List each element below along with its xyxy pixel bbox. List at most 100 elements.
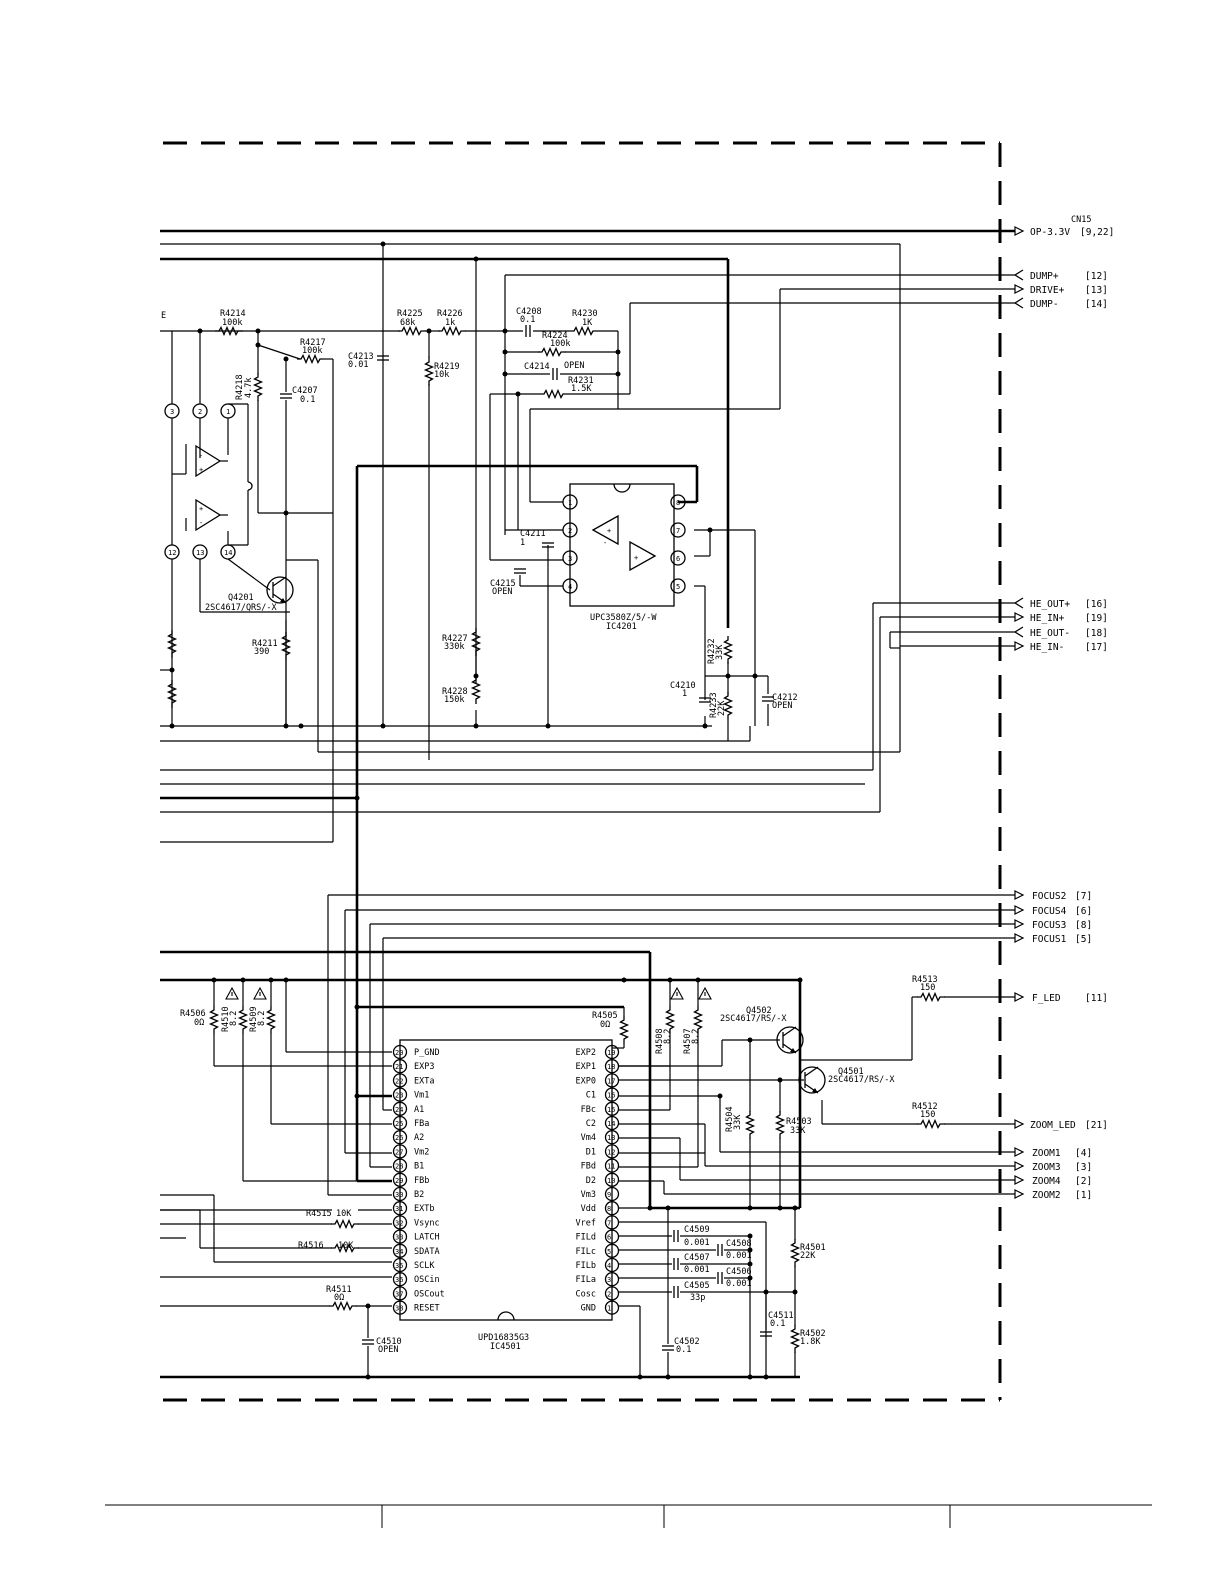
- ic-pin-name: SCLK: [414, 1261, 435, 1271]
- component-labels: R4214 100k R4217 100k R4218 4.7k C4207 0…: [180, 307, 938, 1355]
- ic-pin-circle: [604, 1272, 620, 1287]
- comp-val: 1: [520, 538, 525, 548]
- ic-pin-name: Vsync: [414, 1218, 440, 1228]
- comp-val: 2SC4617/RS/-X: [720, 1014, 787, 1024]
- port-labels: OP-3.3V[9,22] DUMP+[12] DRIVE+[13] DUMP-…: [1030, 227, 1114, 1201]
- ic-pin-num: 37: [395, 1290, 403, 1298]
- comp-ref: R4507: [683, 1028, 693, 1054]
- pin-num: 1: [568, 499, 572, 507]
- port-name: ZOOM2: [1032, 1190, 1061, 1201]
- comp-val: 68k: [400, 318, 415, 328]
- ic4501-labels: UPD16835G3 IC4501: [478, 1333, 529, 1352]
- ic-pin-circle: [392, 1215, 408, 1230]
- ic-pin-circle: [392, 1158, 408, 1173]
- port-name: DUMP-: [1030, 299, 1059, 310]
- ic-pin-name: B2: [414, 1190, 424, 1200]
- comp-ref: R4230: [572, 309, 598, 319]
- port-name: OP-3.3V: [1030, 227, 1070, 238]
- ic-pin-circle: [392, 1130, 408, 1145]
- ic-pin-name: Vdd: [581, 1204, 596, 1214]
- comp-val: OPEN: [378, 1345, 398, 1355]
- ic-pin-circle: [392, 1101, 408, 1116]
- ic-pin-num: 2: [607, 1290, 611, 1298]
- ic4501: [399, 1039, 613, 1321]
- comp-val: OPEN: [564, 361, 584, 371]
- port-pin: [8]: [1075, 920, 1092, 931]
- junctions: [169, 241, 803, 1380]
- comp-val: 8.2: [691, 1029, 701, 1044]
- port-pin: [14]: [1085, 299, 1108, 310]
- pin-num: 14: [224, 549, 232, 557]
- ic-pin-num: 34: [395, 1248, 403, 1256]
- comp-ref: C4502: [674, 1337, 700, 1347]
- ic-pin-circle: [604, 1172, 620, 1187]
- capacitors: [279, 324, 775, 1351]
- comp-val: 33K: [715, 644, 725, 660]
- comp-val: 150: [920, 1110, 935, 1120]
- port-pin: [11]: [1085, 993, 1108, 1004]
- ic-pin-name: D1: [586, 1147, 596, 1157]
- comp-val: 8.2: [257, 1011, 267, 1026]
- ic-pin-circle: [392, 1201, 408, 1216]
- left-fragment: E: [161, 311, 166, 321]
- comp-val: 0.1: [770, 1319, 785, 1329]
- ic-pin-name: Vref: [576, 1218, 596, 1228]
- ic-pin-name: EXTb: [414, 1204, 434, 1214]
- pin-num: 3: [170, 408, 174, 416]
- comp-val: 0.1: [300, 395, 315, 405]
- resistors: [167, 326, 946, 1354]
- ic-ref: IC4201: [606, 622, 637, 632]
- comp-ref: R4218: [235, 374, 245, 400]
- ic-pin-num: 23: [395, 1092, 403, 1100]
- svg-text:+: +: [199, 505, 203, 513]
- ic-pin-num: 9: [607, 1191, 611, 1199]
- comp-val: 0.01: [348, 360, 368, 370]
- ic-pin-num: 7: [607, 1219, 611, 1227]
- ic-pin-num: 36: [395, 1276, 403, 1284]
- comp-ref: C4207: [292, 386, 318, 396]
- comp-val: 8.2: [663, 1029, 673, 1044]
- comp-ref: R4512: [912, 1102, 938, 1112]
- ic-pin-name: C1: [586, 1091, 596, 1101]
- ic-pin-circle: [604, 1087, 620, 1102]
- ic-pin-circle: [392, 1144, 408, 1159]
- comp-ref: R4219: [434, 362, 460, 372]
- ic-pin-num: 19: [607, 1049, 615, 1057]
- pin-num: 5: [676, 583, 680, 591]
- comp-val: OPEN: [492, 587, 512, 597]
- comp-val: 10K: [336, 1209, 352, 1219]
- ic-pin-circle: [604, 1158, 620, 1173]
- comp-val: 33K: [790, 1126, 806, 1136]
- comp-val: 22K: [717, 700, 727, 716]
- comp-ref: R4232: [707, 638, 717, 664]
- ic-pin-circle: [392, 1059, 408, 1074]
- svg-text:-: -: [199, 519, 203, 527]
- ic-pin-num: 35: [395, 1262, 403, 1270]
- port-pin: [6]: [1075, 906, 1092, 917]
- ic-pin-name: FILc: [576, 1247, 596, 1257]
- ic-pin-name: SDATA: [414, 1247, 440, 1257]
- comp-ref: R4508: [655, 1028, 665, 1054]
- comp-val: 390: [254, 647, 269, 657]
- comp-val: 2SC4617/RS/-X: [828, 1075, 895, 1085]
- comp-val: 0.001: [726, 1279, 752, 1289]
- comp-ref: R4228: [442, 687, 468, 697]
- ic-pin-num: 5: [607, 1248, 611, 1256]
- comp-val: 33p: [690, 1293, 705, 1303]
- ic-pin-num: 32: [395, 1219, 403, 1227]
- port-pin: [18]: [1085, 628, 1108, 639]
- port-pin: [5]: [1075, 934, 1092, 945]
- comp-val: 1k: [445, 318, 455, 328]
- ic-pin-name: EXP2: [576, 1048, 596, 1058]
- comp-ref: R4227: [442, 634, 468, 644]
- comp-val: 100k: [302, 346, 322, 356]
- pin-num: 7: [676, 527, 680, 535]
- port-pin: [16]: [1085, 599, 1108, 610]
- ic-pin-circle: [604, 1286, 620, 1301]
- pin-num: 2: [568, 527, 572, 535]
- ic-pin-num: 21: [395, 1063, 403, 1071]
- ic-pin-circle: [392, 1044, 408, 1060]
- comp-ref: C4208: [516, 307, 542, 317]
- port-name: FOCUS2: [1032, 891, 1066, 902]
- comp-ref: R4225: [397, 309, 423, 319]
